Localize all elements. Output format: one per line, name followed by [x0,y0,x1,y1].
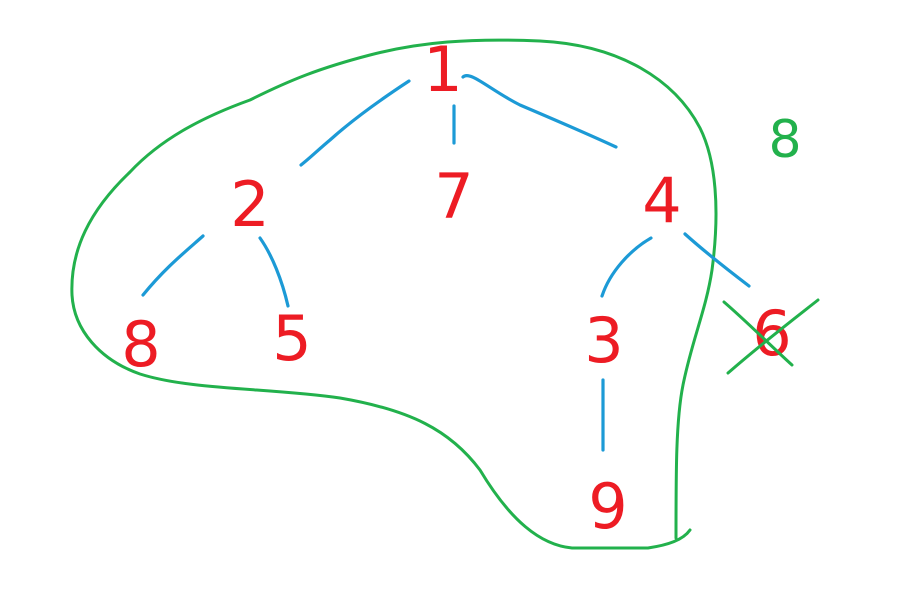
node-4: 4 [642,164,681,237]
cross-stroke-1 [722,300,794,367]
node-1: 1 [423,33,462,106]
edge-1-2 [299,79,411,167]
node-3: 3 [584,304,623,377]
edge-2-8 [141,234,205,297]
node-2: 2 [230,168,269,241]
enclosing-outline [70,38,718,550]
edge-1-4 [461,74,618,149]
node-8: 8 [121,308,160,381]
edge-2-5 [258,236,290,308]
cross-out-mark [722,298,820,375]
node-7: 7 [434,160,473,233]
side-label: 8 [768,110,801,170]
cross-stroke-2 [726,298,820,375]
node-9: 9 [588,470,627,543]
node-5: 5 [272,302,311,375]
edge-4-3 [600,236,653,298]
edge-4-6 [683,232,751,288]
